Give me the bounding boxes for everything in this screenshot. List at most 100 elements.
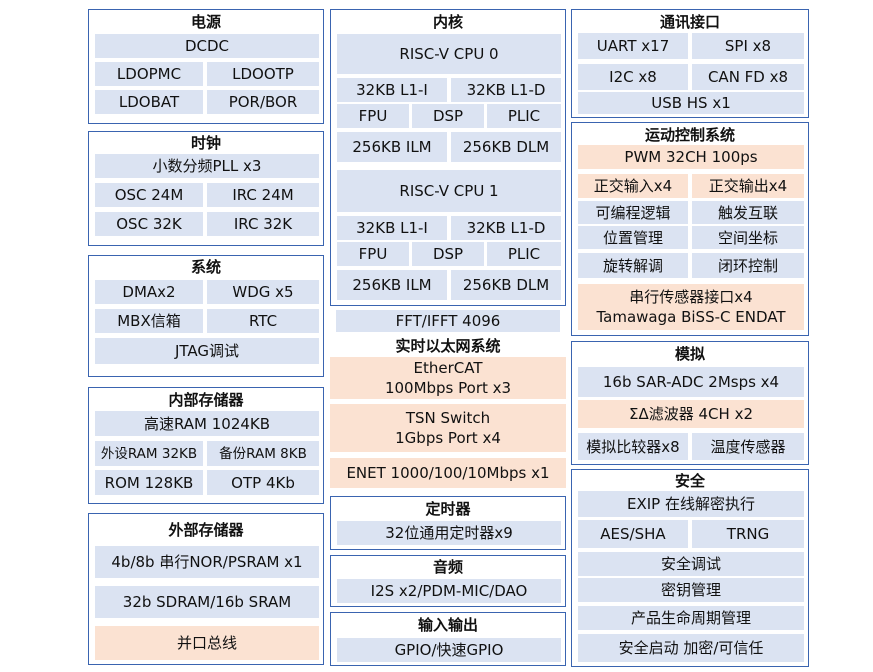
external-memory-title: 外部存储器 bbox=[168, 521, 244, 539]
cpu0-l1i-block: 32KB L1-I bbox=[337, 78, 447, 102]
security-title: 安全 bbox=[674, 472, 705, 490]
comm-panel: 通讯接口 UART x17 SPI x8 I2C x8 CAN FD x8 US… bbox=[571, 9, 809, 118]
ldootp-block: LDOOTP bbox=[207, 62, 319, 86]
comm-title: 通讯接口 bbox=[659, 13, 720, 31]
rom-block: ROM 128KB bbox=[95, 470, 203, 495]
ldopmc-block: LDOPMC bbox=[95, 62, 203, 86]
uart-block: UART x17 bbox=[578, 33, 688, 59]
clock-panel: 时钟 小数分频PLL x3 OSC 24M IRC 24M OSC 32K IR… bbox=[88, 131, 324, 246]
cpu0-fpu-block: FPU bbox=[337, 104, 409, 128]
enet-block: ENET 1000/100/10Mbps x1 bbox=[330, 458, 566, 488]
irc32-block: IRC 32K bbox=[207, 212, 319, 236]
coord-block: 空间坐标 bbox=[692, 226, 804, 249]
cpu0-l1d-block: 32KB L1-D bbox=[451, 78, 561, 102]
serial-sensor-protocols: Tamawaga BiSS-C ENDAT bbox=[596, 308, 786, 326]
plb-block: 可编程逻辑 bbox=[578, 201, 688, 224]
mbx-block: MBX信箱 bbox=[95, 309, 203, 333]
audio-panel: 音频 I2S x2/PDM-MIC/DAO bbox=[330, 555, 566, 607]
cpu1-l1d-block: 32KB L1-D bbox=[451, 216, 561, 240]
internal-memory-panel: 内部存储器 高速RAM 1024KB 外设RAM 32KB 备份RAM 8KB … bbox=[88, 387, 324, 504]
cpu1-fpu-block: FPU bbox=[337, 242, 409, 266]
external-memory-panel: 外部存储器 4b/8b 串行NOR/PSRAM x1 32b SDRAM/16b… bbox=[88, 513, 324, 665]
tsn-label: TSN Switch bbox=[405, 409, 491, 427]
ldobat-block: LDOBAT bbox=[95, 90, 203, 114]
sdram-block: 32b SDRAM/16b SRAM bbox=[95, 586, 319, 618]
secure-boot-block: 安全启动 加密/可信任 bbox=[578, 634, 804, 662]
adc-block: 16b SAR-ADC 2Msps x4 bbox=[578, 367, 804, 397]
periph-ram-block: 外设RAM 32KB bbox=[95, 441, 203, 466]
cpu1-l1i-block: 32KB L1-I bbox=[337, 216, 447, 240]
closed-loop-block: 闭环控制 bbox=[692, 253, 804, 278]
timer-block: 32位通用定时器x9 bbox=[337, 521, 561, 545]
cpu0-dsp-block: DSP bbox=[412, 104, 484, 128]
motion-panel: 运动控制系统 PWM 32CH 100ps 正交输入x4 正交输出x4 可编程逻… bbox=[571, 122, 809, 336]
aes-sha-block: AES/SHA bbox=[578, 520, 688, 548]
io-panel: 输入输出 GPIO/快速GPIO bbox=[330, 612, 566, 666]
lifecycle-block: 产品生命周期管理 bbox=[578, 606, 804, 630]
porbor-block: POR/BOR bbox=[207, 90, 319, 114]
cpu1-plic-block: PLIC bbox=[487, 242, 561, 266]
power-panel: 电源 DCDC LDOPMC LDOOTP LDOBAT POR/BOR bbox=[88, 9, 324, 124]
cpu1-dsp-block: DSP bbox=[412, 242, 484, 266]
timer-panel: 定时器 32位通用定时器x9 bbox=[330, 496, 566, 550]
usb-block: USB HS x1 bbox=[578, 92, 804, 114]
serial-sensor-label: 串行传感器接口x4 bbox=[629, 288, 753, 306]
trigger-block: 触发互联 bbox=[692, 201, 804, 224]
ethercat-block: EtherCAT 100Mbps Port x3 bbox=[330, 357, 566, 399]
i2c-block: I2C x8 bbox=[578, 64, 688, 90]
ram-block: 高速RAM 1024KB bbox=[95, 411, 319, 436]
tsn-ports: 1Gbps Port x4 bbox=[395, 429, 501, 447]
core-panel: 内核 RISC-V CPU 0 32KB L1-I 32KB L1-D FPU … bbox=[330, 9, 566, 306]
cpu0-block: RISC-V CPU 0 bbox=[337, 34, 561, 74]
canfd-block: CAN FD x8 bbox=[692, 64, 804, 90]
timer-title: 定时器 bbox=[425, 500, 471, 518]
cpu1-block: RISC-V CPU 1 bbox=[337, 170, 561, 212]
key-mgmt-block: 密钥管理 bbox=[578, 578, 804, 602]
cpu0-plic-block: PLIC bbox=[487, 104, 561, 128]
ethernet-title: 实时以太网系统 bbox=[395, 337, 501, 355]
pwm-block: PWM 32CH 100ps bbox=[578, 145, 804, 169]
secure-debug-block: 安全调试 bbox=[578, 552, 804, 576]
pll-block: 小数分频PLL x3 bbox=[95, 154, 319, 178]
cpu1-ilm-block: 256KB ILM bbox=[337, 270, 447, 300]
jtag-block: JTAG调试 bbox=[95, 338, 319, 364]
wdg-block: WDG x5 bbox=[207, 280, 319, 304]
irc24-block: IRC 24M bbox=[207, 183, 319, 207]
ethercat-label: EtherCAT bbox=[413, 359, 483, 377]
analog-title: 模拟 bbox=[674, 345, 705, 363]
serial-sensor-block: 串行传感器接口x4 Tamawaga BiSS-C ENDAT bbox=[578, 284, 804, 330]
ethernet-panel: 实时以太网系统 EtherCAT 100Mbps Port x3 TSN Swi… bbox=[330, 334, 566, 492]
dcdc-block: DCDC bbox=[95, 34, 319, 58]
temp-sensor-block: 温度传感器 bbox=[692, 433, 804, 460]
qei-in-block: 正交输入x4 bbox=[578, 174, 688, 198]
qei-out-block: 正交输出x4 bbox=[692, 174, 804, 198]
parallel-bus-block: 并口总线 bbox=[95, 626, 319, 660]
spi-block: SPI x8 bbox=[692, 33, 804, 59]
ethercat-ports: 100Mbps Port x3 bbox=[384, 379, 512, 397]
security-panel: 安全 EXIP 在线解密执行 AES/SHA TRNG 安全调试 密钥管理 产品… bbox=[571, 469, 809, 667]
io-title: 输入输出 bbox=[417, 616, 478, 634]
system-title: 系统 bbox=[190, 258, 221, 276]
rtc-block: RTC bbox=[207, 309, 319, 333]
internal-memory-title: 内部存储器 bbox=[168, 391, 244, 409]
backup-ram-block: 备份RAM 8KB bbox=[207, 441, 319, 466]
audio-title: 音频 bbox=[432, 558, 463, 576]
comparator-block: 模拟比较器x8 bbox=[578, 433, 688, 460]
clock-title: 时钟 bbox=[190, 134, 221, 152]
sigma-delta-block: ΣΔ滤波器 4CH x2 bbox=[578, 400, 804, 428]
resolver-block: 旋转解调 bbox=[578, 253, 688, 278]
otp-block: OTP 4Kb bbox=[207, 470, 319, 495]
trng-block: TRNG bbox=[692, 520, 804, 548]
nor-psram-block: 4b/8b 串行NOR/PSRAM x1 bbox=[95, 546, 319, 578]
power-title: 电源 bbox=[190, 13, 221, 31]
cpu0-dlm-block: 256KB DLM bbox=[451, 132, 561, 162]
exip-block: EXIP 在线解密执行 bbox=[578, 491, 804, 517]
tsn-switch-block: TSN Switch 1Gbps Port x4 bbox=[330, 404, 566, 452]
fft-block: FFT/IFFT 4096 bbox=[336, 310, 560, 332]
audio-block: I2S x2/PDM-MIC/DAO bbox=[337, 579, 561, 603]
core-title: 内核 bbox=[432, 13, 463, 31]
pos-block: 位置管理 bbox=[578, 226, 688, 249]
osc24-block: OSC 24M bbox=[95, 183, 203, 207]
dma-block: DMAx2 bbox=[95, 280, 203, 304]
analog-panel: 模拟 16b SAR-ADC 2Msps x4 ΣΔ滤波器 4CH x2 模拟比… bbox=[571, 341, 809, 465]
